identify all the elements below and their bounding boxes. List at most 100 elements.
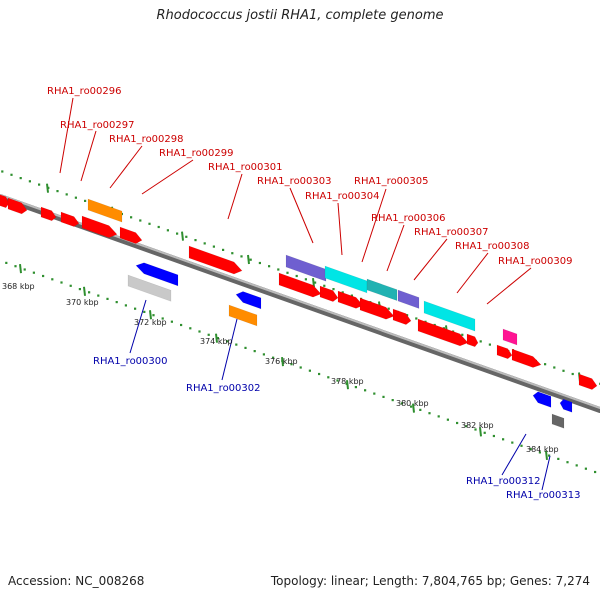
lower-tick-dot (502, 438, 505, 441)
upper-tick-dot (84, 199, 87, 202)
upper-major-tick (46, 183, 49, 193)
upper-tick-dot (341, 291, 344, 294)
top-gene-labels: RHA1_ro00296 RHA1_ro00297 RHA1_ro00298 R… (47, 86, 573, 267)
gene-label-top[interactable]: RHA1_ro00304 (305, 191, 380, 202)
leader-line (129, 299, 147, 354)
upper-tick-dot (571, 372, 574, 376)
gene-label-top[interactable]: RHA1_ro00305 (354, 176, 429, 187)
gene-label-top[interactable]: RHA1_ro00308 (455, 241, 530, 252)
lower-tick-dot (32, 271, 35, 274)
gene-block-gray (127, 274, 172, 302)
lower-tick-dot (391, 399, 394, 402)
upper-tick-dot (56, 190, 59, 193)
leader-line (221, 318, 238, 381)
gene-label-top[interactable]: RHA1_ro00301 (208, 162, 283, 173)
upper-tick-dot (277, 268, 280, 271)
lower-tick-dot (557, 457, 560, 460)
lower-major-tick (545, 450, 548, 460)
scale-label-368: 368 kbp (2, 282, 35, 291)
lower-tick-dot (115, 301, 118, 304)
gene-label-bottom[interactable]: RHA1_ro00302 (186, 383, 261, 394)
gene-label-top[interactable]: RHA1_ro00297 (60, 120, 135, 131)
lower-tick-dot (584, 467, 587, 470)
upper-tick-dot (38, 183, 41, 186)
lower-tick-dot (400, 402, 403, 405)
lower-tick-dot (594, 470, 597, 474)
lower-tick-track (5, 261, 597, 474)
lower-major-tick (479, 427, 482, 437)
leader-line (361, 188, 387, 263)
lower-tick-dot (410, 405, 413, 408)
gene-arrow-blue (235, 291, 262, 310)
lower-tick-dot (437, 415, 440, 418)
gene-arrow-blue (135, 262, 179, 287)
upper-tick-dot (314, 281, 317, 284)
lower-tick-dot (216, 337, 219, 340)
lower-tick-dot (207, 333, 210, 336)
lower-tick-dot (78, 288, 81, 291)
leader-line (227, 173, 243, 220)
gene-label-bottom[interactable]: RHA1_ro00312 (466, 476, 541, 487)
upper-tick-dot (240, 255, 243, 258)
lower-tick-dot (198, 330, 201, 333)
upper-tick-dot (139, 219, 142, 222)
gene-label-top[interactable]: RHA1_ro00299 (159, 148, 234, 159)
lower-tick-dot (446, 418, 449, 421)
gene-block-teal (366, 278, 398, 302)
upper-tick-dot (258, 261, 261, 265)
upper-tick-dot (295, 274, 298, 278)
gene-arrow-red (337, 290, 364, 309)
gene-arrow-red (578, 373, 598, 390)
upper-tick-dot (286, 271, 289, 274)
upper-tick-dot (157, 225, 160, 229)
lower-tick-dot (373, 392, 376, 395)
gene-arrow-red (7, 197, 28, 215)
gene-arrow-red (417, 318, 469, 347)
gene-label-bottom[interactable]: RHA1_ro00313 (506, 490, 581, 501)
lower-tick-dot (88, 291, 91, 294)
gene-label-top[interactable]: RHA1_ro00307 (414, 227, 489, 238)
lower-tick-dot (336, 379, 339, 382)
gene-label-top[interactable]: RHA1_ro00298 (109, 134, 184, 145)
gene-label-top[interactable]: RHA1_ro00303 (257, 176, 332, 187)
gene-arrow-blue (532, 391, 552, 408)
leader-line (59, 97, 74, 174)
gene-block-pink (502, 328, 518, 346)
upper-tick-dot (562, 369, 565, 372)
scale-label-374: 374 kbp (200, 337, 233, 346)
lower-tick-dot (575, 464, 578, 467)
lower-tick-dot (529, 448, 532, 451)
lower-tick-dot (511, 441, 514, 444)
gene-block-orange (228, 304, 258, 327)
gene-label-top[interactable]: RHA1_ro00309 (498, 256, 573, 267)
leader-line (413, 238, 448, 281)
lower-tick-dot (97, 294, 100, 297)
upper-tick-dot (166, 229, 169, 232)
lower-tick-dot (51, 278, 54, 281)
lower-tick-dot (299, 366, 302, 369)
gene-label-bottom[interactable]: RHA1_ro00300 (93, 356, 168, 367)
lower-tick-dot (124, 304, 127, 307)
upper-tick-dot (461, 333, 464, 336)
gene-label-top[interactable]: RHA1_ro00306 (371, 213, 446, 224)
lower-tick-dot (474, 428, 477, 431)
lower-tick-dot (5, 261, 8, 264)
upper-tick-dot (148, 222, 151, 225)
upper-tick-dot (28, 180, 31, 183)
gene-label-top[interactable]: RHA1_ro00296 (47, 86, 122, 97)
upper-tick-dot (387, 307, 390, 310)
gene-arrow-red (0, 194, 10, 209)
upper-tick-dot (488, 343, 491, 346)
bottom-gene-labels: RHA1_ro00300 RHA1_ro00302 RHA1_ro00312 R… (93, 356, 581, 501)
lower-tick-dot (465, 425, 468, 428)
lower-tick-dot (161, 317, 164, 320)
accession-text: Accession: NC_008268 (8, 574, 145, 588)
leader-line (141, 159, 194, 195)
gene-arrow-red (81, 215, 118, 238)
upper-tick-dot (231, 252, 234, 255)
leader-line (541, 455, 551, 491)
upper-tick-dot (10, 173, 13, 176)
leader-line (289, 187, 314, 244)
lower-tick-dot (14, 265, 17, 268)
leader-line (456, 252, 489, 294)
